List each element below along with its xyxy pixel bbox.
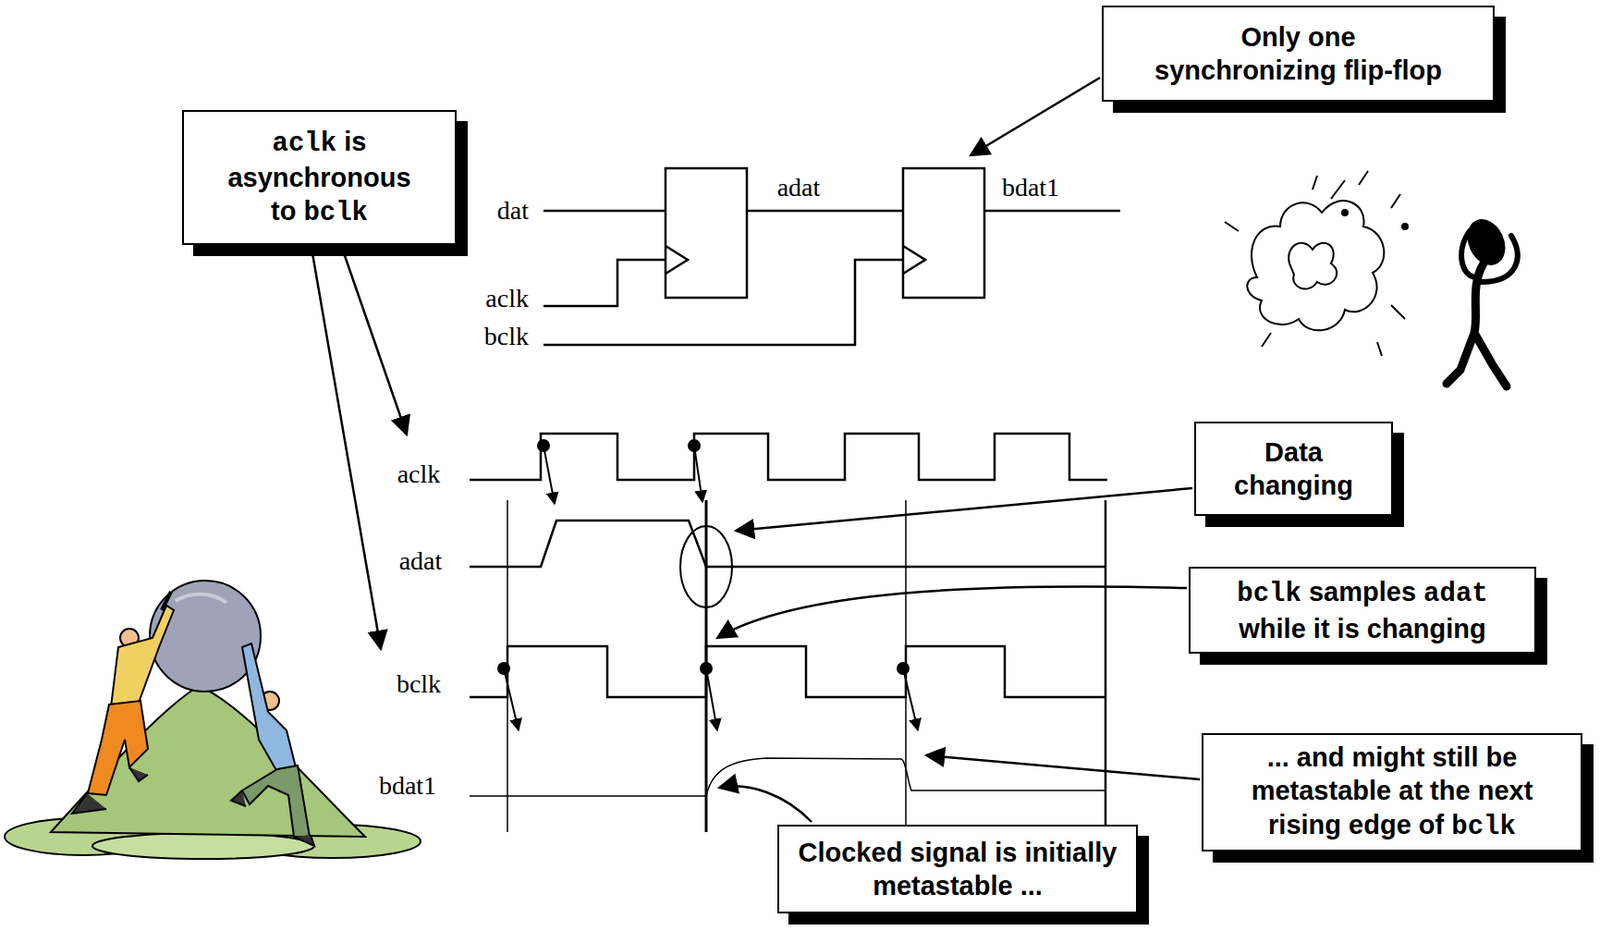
spark — [1224, 170, 1405, 356]
trousers — [87, 700, 148, 795]
waveforms — [469, 433, 1108, 796]
smoke-cloud — [1246, 200, 1384, 330]
smoke-puff — [1288, 243, 1337, 290]
flip-flop — [665, 168, 747, 298]
shoe — [293, 834, 315, 846]
boulder — [149, 580, 261, 692]
signal-name: bdat1 — [1001, 174, 1060, 201]
ground — [92, 832, 315, 859]
callout-text: Data changing — [1207, 435, 1381, 503]
clock-input — [903, 245, 926, 274]
leader-line — [717, 586, 1187, 638]
callout-box: bclk samples adat while it is changing — [1188, 566, 1537, 654]
spark — [1402, 223, 1408, 230]
edge-markers — [498, 439, 918, 731]
wire — [984, 209, 1121, 213]
change-ring — [680, 525, 733, 608]
wire — [543, 259, 666, 306]
trousers — [242, 765, 310, 837]
aclk-wave — [469, 433, 1108, 480]
arm — [161, 591, 171, 611]
flip-flop — [903, 168, 985, 298]
leader-line — [311, 247, 381, 649]
signal-name: bdat1 — [378, 772, 437, 799]
callout-box: Clocked signal is initially metastable .… — [777, 824, 1138, 914]
signal-name: dat — [497, 197, 529, 224]
callout-text: Clocked signal is initially metastable .… — [790, 835, 1125, 904]
cause-arrow — [543, 445, 555, 504]
callout-text: bclk samples adat while it is changing — [1207, 574, 1518, 646]
callout-text: aclk is asynchronous to bclk — [219, 124, 420, 232]
clock-input — [665, 245, 688, 274]
leader-line — [735, 488, 1193, 531]
callout-box: Data changing — [1194, 421, 1393, 516]
signal-name: bclk — [484, 323, 529, 350]
leader-line — [719, 785, 812, 822]
cause-arrow — [706, 668, 718, 731]
explosion-illustration — [1224, 170, 1518, 387]
cause-arrow — [694, 445, 703, 502]
callout-box: aclk is asynchronous to bclk — [182, 109, 457, 245]
wire — [746, 209, 904, 213]
signal-name: bclk — [396, 671, 441, 697]
signal-name: aclk — [485, 285, 529, 312]
adat-wave — [469, 520, 1106, 567]
signal-name: aclk — [397, 461, 441, 488]
shirt — [110, 605, 174, 708]
callout-box: Only one synchronizing flip-flop — [1101, 5, 1495, 102]
leader-line — [926, 755, 1200, 780]
shoe — [231, 790, 246, 807]
cause-arrow — [503, 668, 519, 731]
boulder-shine — [175, 594, 227, 603]
callout-box: ... and might still be metastable at the… — [1201, 732, 1583, 852]
wire — [543, 259, 904, 345]
wire — [543, 209, 666, 213]
hill — [50, 685, 366, 837]
signal-name: adat — [777, 174, 821, 201]
boulder-illustration — [4, 580, 421, 859]
callout-text: Only one synchronizing flip-flop — [1148, 20, 1448, 88]
spark — [1342, 209, 1348, 216]
grid-line — [1104, 500, 1108, 832]
leader-line — [970, 77, 1100, 156]
signal-name: adat — [399, 548, 443, 575]
shirt — [242, 643, 296, 772]
shoe — [72, 793, 107, 814]
callout-text: ... and might still be metastable at the… — [1214, 740, 1570, 844]
schematic — [543, 168, 1121, 345]
leader-line — [341, 247, 407, 435]
shoe — [129, 767, 148, 782]
stick-arms — [1461, 231, 1518, 282]
bclk-wave — [469, 646, 1106, 697]
cause-arrow — [903, 668, 918, 731]
